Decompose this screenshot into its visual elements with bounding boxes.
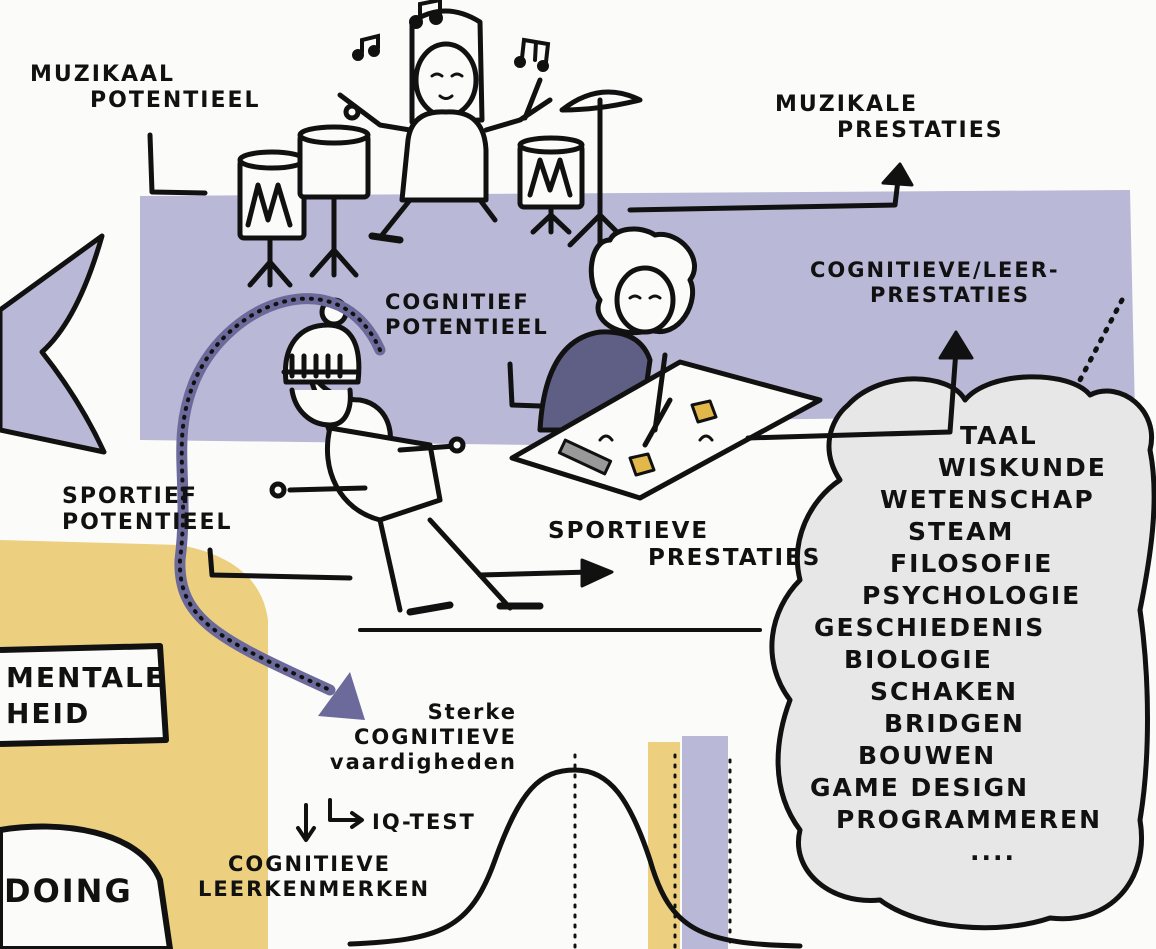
list-item: STEAM: [908, 517, 1015, 546]
list-item: TAAL: [960, 421, 1038, 450]
list-item: WETENSCHAP: [880, 485, 1095, 514]
bell-curve-icon: [347, 753, 803, 949]
mentale-label: MENTALE HEID: [6, 661, 166, 730]
list-item: ....: [970, 837, 1016, 866]
iq-arrows: [296, 798, 364, 842]
mentale-box: [0, 643, 169, 747]
list-item: BIOLOGIE: [844, 645, 993, 674]
dotted-path-arrowhead: [318, 672, 365, 720]
arrowheads: [580, 162, 974, 588]
drummer-illustration: [337, 8, 553, 244]
cognitief-potentieel-label: COGNITIEF POTENTIEEL: [385, 290, 549, 339]
list-item: SCHAKEN: [870, 677, 1018, 706]
list-item: BOUWEN: [858, 741, 997, 770]
list-item: GAME DESIGN: [810, 773, 1030, 802]
sportief-potentieel-label: SPORTIEF POTENTIEEL: [62, 484, 233, 535]
muzikaal-potentieel-label: MUZIKAAL POTENTIEEL: [30, 62, 261, 113]
puzzle-table-illustration: [509, 226, 823, 501]
lavender-bar: [682, 736, 728, 949]
list-item: GESCHIEDENIS: [814, 613, 1046, 642]
list-item: BRIDGEN: [884, 709, 1025, 738]
list-item: WISKUNDE: [938, 453, 1107, 482]
skater-illustration: [269, 297, 762, 632]
sterke-cognitieve-label: Sterke COGNITIEVE vaardigheden: [329, 700, 517, 774]
music-note-icon: [352, 0, 551, 72]
cognitieve-prestaties-label: COGNITIEVE/LEER- PRESTATIES: [810, 258, 1060, 307]
doing-label: DOING: [4, 872, 133, 910]
list-item: FILOSOFIE: [890, 549, 1054, 578]
doing-bubble: [0, 823, 173, 949]
list-item: PROGRAMMEREN: [836, 805, 1103, 834]
iq-test-label: IQ-TEST: [372, 810, 476, 834]
dotted-connector: [1077, 297, 1125, 383]
muzikale-prestaties-label: MUZIKALE PRESTATIES: [775, 92, 1004, 143]
subjects-cloud: [769, 374, 1156, 931]
sportieve-prestaties-label: SPORTIEVE PRESTATIES: [548, 518, 822, 572]
subjects-list: TAAL WISKUNDE WETENSCHAP STEAM FILOSOFIE…: [800, 420, 1130, 868]
connectors: [147, 132, 959, 581]
list-item: PSYCHOLOGIE: [862, 581, 1082, 610]
cognitieve-leerkenmerken-label: COGNITIEVE LEERKENMERKEN: [198, 852, 431, 901]
drum-kit-icon: [237, 89, 643, 288]
left-arrowhead: [0, 233, 107, 455]
